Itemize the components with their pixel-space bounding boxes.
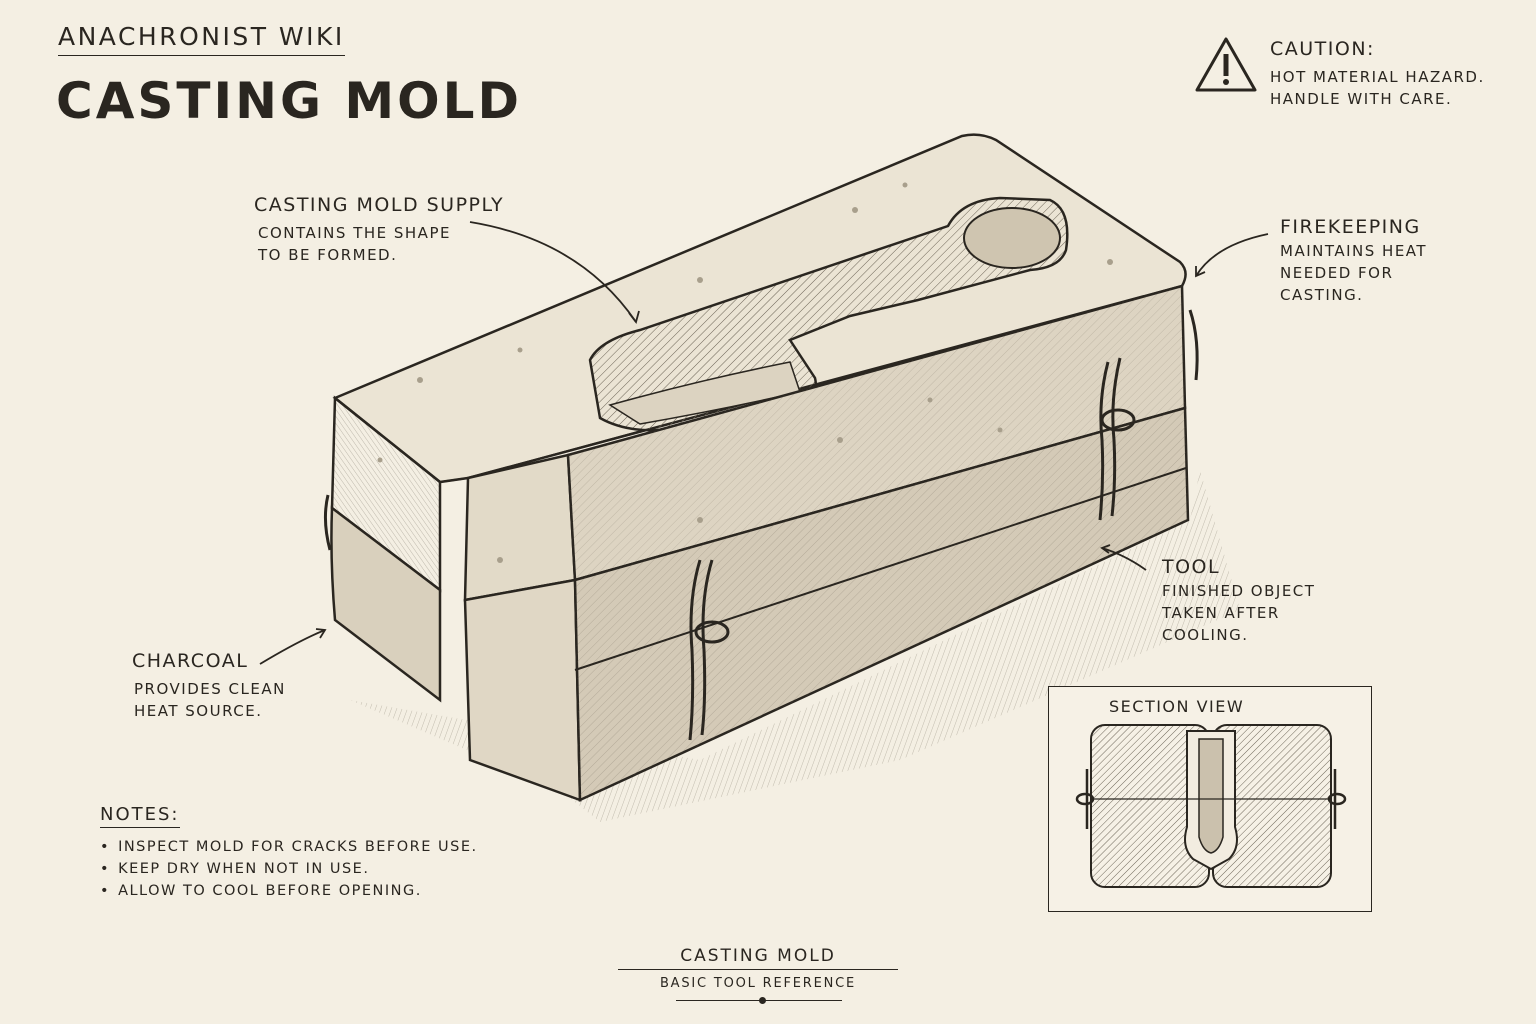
callout-title: CASTING MOLD SUPPLY <box>254 194 505 216</box>
footer-title: CASTING MOLD <box>680 946 836 966</box>
notes-title: NOTES: <box>100 804 180 828</box>
wiki-name[interactable]: ANACHRONIST WIKI <box>58 22 345 56</box>
callout-line: COOLING. <box>1162 626 1249 644</box>
caution-line: HOT MATERIAL HAZARD. <box>1270 68 1485 86</box>
charcoal-leader <box>259 629 326 665</box>
cavity-bowl <box>963 207 1061 269</box>
callout-supply: CASTING MOLD SUPPLY CONTAINS THE SHAPE T… <box>254 194 504 266</box>
firekeeping-leader <box>1195 233 1269 277</box>
notes-list: INSPECT MOLD FOR CRACKS BEFORE USE. KEEP… <box>100 836 478 902</box>
callout-title: CHARCOAL <box>132 650 249 672</box>
top-right-end-face <box>463 453 577 602</box>
tool-leader <box>1101 547 1147 571</box>
ground-shadow <box>350 470 1240 822</box>
caution-block: CAUTION: HOT MATERIAL HAZARD. HANDLE WIT… <box>1270 38 1485 110</box>
callout-line: PROVIDES CLEAN <box>134 680 286 698</box>
callout-line: CONTAINS THE SHAPE <box>258 224 451 242</box>
callout-title: FIREKEEPING <box>1280 216 1421 238</box>
callout-line: CASTING. <box>1280 286 1364 304</box>
notes-block: NOTES: INSPECT MOLD FOR CRACKS BEFORE US… <box>100 804 478 902</box>
page-title: CASTING MOLD <box>56 72 523 130</box>
callout-line: TAKEN AFTER <box>1162 604 1280 622</box>
footer-subtitle: BASIC TOOL REFERENCE <box>659 976 857 991</box>
note-item: KEEP DRY WHEN NOT IN USE. <box>100 858 478 880</box>
callout-firekeeping: FIREKEEPING MAINTAINS HEAT NEEDED FOR CA… <box>1280 216 1427 306</box>
callout-title: TOOL <box>1162 556 1221 578</box>
callout-line: NEEDED FOR <box>1280 264 1394 282</box>
callout-line: HEAT SOURCE. <box>134 702 263 720</box>
callout-tool: TOOL FINISHED OBJECT TAKEN AFTER COOLING… <box>1162 556 1315 646</box>
callout-line: FINISHED OBJECT <box>1162 582 1316 600</box>
callout-charcoal: CHARCOAL PROVIDES CLEAN HEAT SOURCE. <box>132 650 286 722</box>
section-view-title: SECTION VIEW <box>1109 697 1245 716</box>
callout-line: TO BE FORMED. <box>258 246 398 264</box>
note-item: ALLOW TO COOL BEFORE OPENING. <box>100 880 478 902</box>
section-view-drawing <box>1075 724 1347 888</box>
footer-dot-icon <box>759 997 766 1004</box>
note-item: INSPECT MOLD FOR CRACKS BEFORE USE. <box>100 836 478 858</box>
caution-title: CAUTION: <box>1270 38 1375 60</box>
bottom-right-end-face <box>463 578 582 802</box>
footer-divider <box>618 969 898 970</box>
callout-line: MAINTAINS HEAT <box>1280 242 1428 260</box>
caution-line: HANDLE WITH CARE. <box>1270 90 1453 108</box>
supply-leader <box>469 221 637 323</box>
warning-triangle-icon <box>1195 37 1257 92</box>
bottom-left-end-face <box>330 505 442 703</box>
section-view-panel: SECTION VIEW <box>1048 686 1372 912</box>
